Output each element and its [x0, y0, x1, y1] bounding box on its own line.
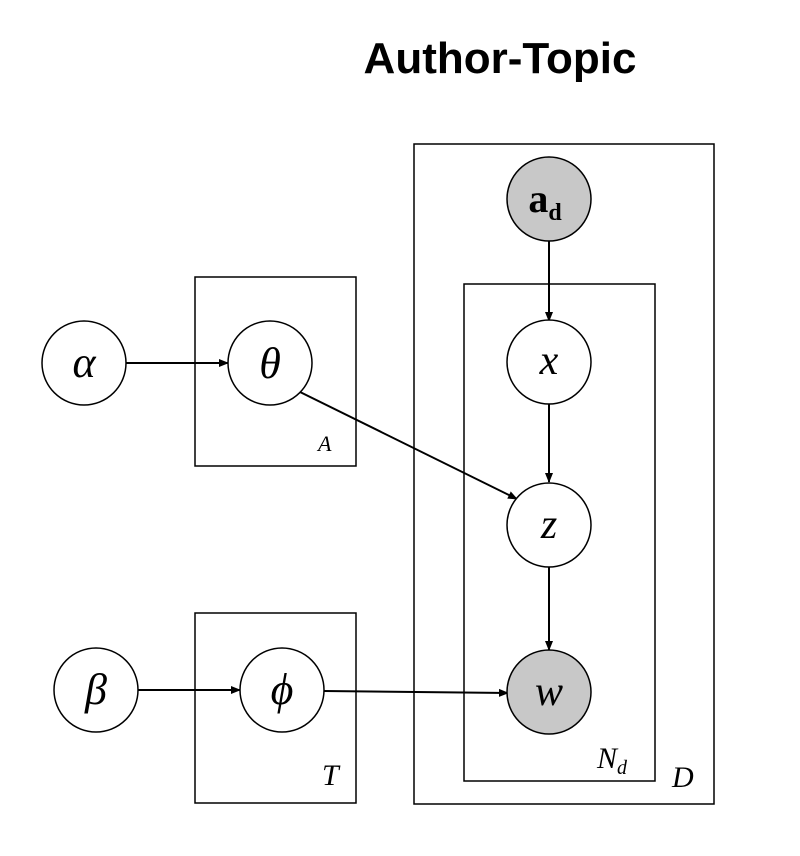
plate-Nd-label-sub: d	[617, 757, 628, 779]
node-w-label: w	[535, 669, 563, 715]
node-ad-label-main: a	[528, 176, 548, 221]
node-phi-label: ϕ	[271, 665, 294, 714]
node-x-label: x	[539, 338, 559, 384]
plate-T	[194, 612, 357, 804]
node-z-circle	[506, 482, 592, 568]
node-z-label: z	[540, 502, 557, 548]
plate-D	[413, 143, 715, 805]
node-w-circle	[506, 649, 592, 735]
node-phi: ϕ	[239, 647, 325, 733]
node-ad-label: ad	[528, 176, 562, 226]
edges	[126, 241, 553, 697]
node-z: z	[506, 482, 592, 568]
node-phi-circle	[239, 647, 325, 733]
node-ad: ad	[506, 156, 592, 242]
node-theta-circle	[227, 320, 313, 406]
plate-D-label: D	[671, 761, 694, 794]
node-ad-circle	[506, 156, 592, 242]
node-x: x	[506, 319, 592, 405]
node-ad-label-sub: d	[548, 200, 562, 226]
node-beta-circle	[53, 647, 139, 733]
plate-A-label: A	[316, 431, 332, 456]
node-alpha: α	[41, 320, 127, 406]
diagram-title: Author-Topic	[363, 34, 637, 83]
plate-T-label: T	[322, 759, 341, 792]
node-w: w	[506, 649, 592, 735]
node-alpha-label: α	[72, 338, 96, 387]
plate-Nd-label: Nd	[596, 742, 628, 779]
plate-Nd	[463, 283, 656, 782]
node-beta-label: β	[84, 665, 107, 714]
node-theta: θ	[227, 320, 313, 406]
node-theta-label: θ	[259, 339, 281, 388]
plate-Nd-label-main: N	[596, 742, 619, 775]
edge-theta-z	[297, 390, 518, 500]
edge-phi-w	[323, 688, 509, 697]
node-x-circle	[506, 319, 592, 405]
plate-A	[194, 276, 357, 467]
node-beta: β	[53, 647, 139, 733]
node-alpha-circle	[41, 320, 127, 406]
